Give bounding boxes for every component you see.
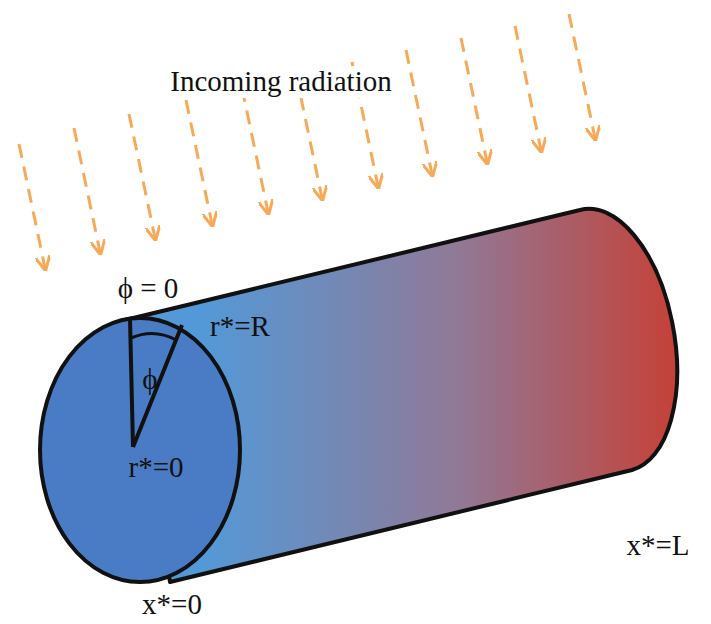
radiation-arrow <box>19 144 45 268</box>
radiation-arrow <box>461 38 487 162</box>
angle-label: ϕ <box>142 364 157 396</box>
angle-arc <box>131 333 176 340</box>
centre-label: r*=0 <box>128 452 183 484</box>
radiation-arrow <box>406 50 432 174</box>
radiation-arrow <box>129 114 155 238</box>
radius-line <box>133 325 182 447</box>
angle-origin-label: ϕ = 0 <box>118 273 179 305</box>
radiation-arrow <box>569 14 595 138</box>
radiation-arrow <box>74 128 100 252</box>
radiation-arrow <box>186 100 212 224</box>
axial-start-label: x*=0 <box>142 589 202 621</box>
radiation-arrow <box>515 26 541 150</box>
radiation-arrow <box>242 88 268 212</box>
cylinder-end-face <box>40 318 240 582</box>
axial-end-label: x*=L <box>626 530 689 562</box>
radiation-label: Incoming radiation <box>167 66 394 98</box>
radius-label: r*=R <box>210 311 270 343</box>
